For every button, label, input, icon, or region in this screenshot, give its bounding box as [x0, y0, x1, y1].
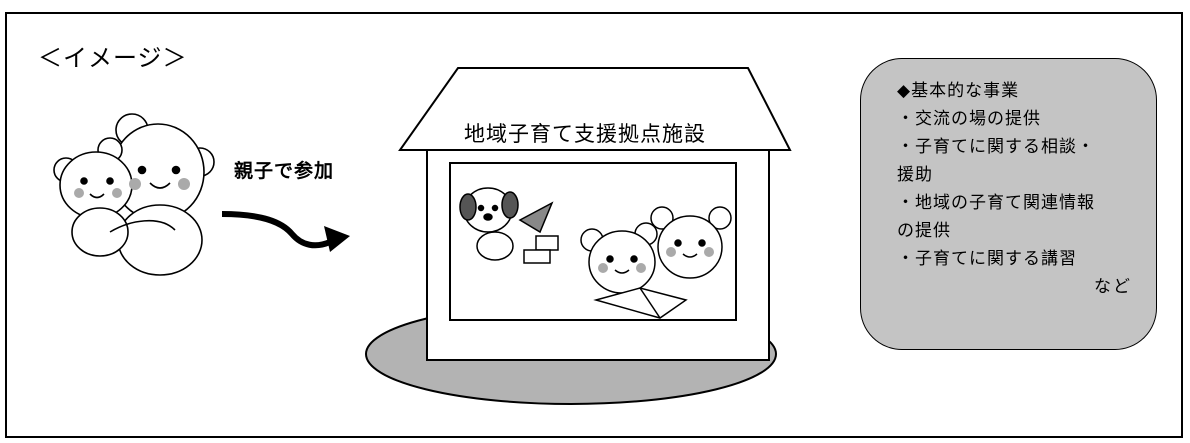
service-item: ・子育てに関する相談・ 援助 — [897, 133, 1156, 189]
curved-arrow-icon — [221, 211, 350, 252]
service-item: ・地域の子育て関連情報 の提供 — [897, 189, 1156, 245]
service-item-text: 援助 — [897, 165, 933, 185]
service-item-text: ・交流の場の提供 — [897, 109, 1041, 129]
service-item-text: ・地域の子育て関連情報 — [897, 193, 1095, 213]
service-item-text: ・子育てに関する相談・ — [897, 137, 1095, 157]
parent-child-bears-illustration — [53, 113, 215, 276]
diagram-frame — [5, 12, 1183, 438]
services-title: ◆基本的な事業 — [897, 81, 1020, 101]
service-item-text: の提供 — [897, 221, 951, 241]
services-box: ◆基本的な事業 ・交流の場の提供 ・子育てに関する相談・ 援助 ・地域の子育て関… — [860, 58, 1157, 350]
service-item: ・交流の場の提供 — [897, 105, 1156, 133]
bears-reading-illustration — [580, 206, 732, 319]
facility-name: 地域子育て支援拠点施設 — [464, 122, 706, 146]
services-suffix: など — [1094, 277, 1132, 297]
image-heading: ＜イメージ＞ — [38, 44, 188, 72]
service-item: ・子育てに関する講習 — [897, 245, 1156, 273]
house-roof — [398, 67, 792, 151]
flow-label: 親子で参加 — [234, 160, 335, 182]
service-item-text: ・子育てに関する講習 — [897, 249, 1077, 269]
dog-playing-illustration — [459, 187, 559, 264]
